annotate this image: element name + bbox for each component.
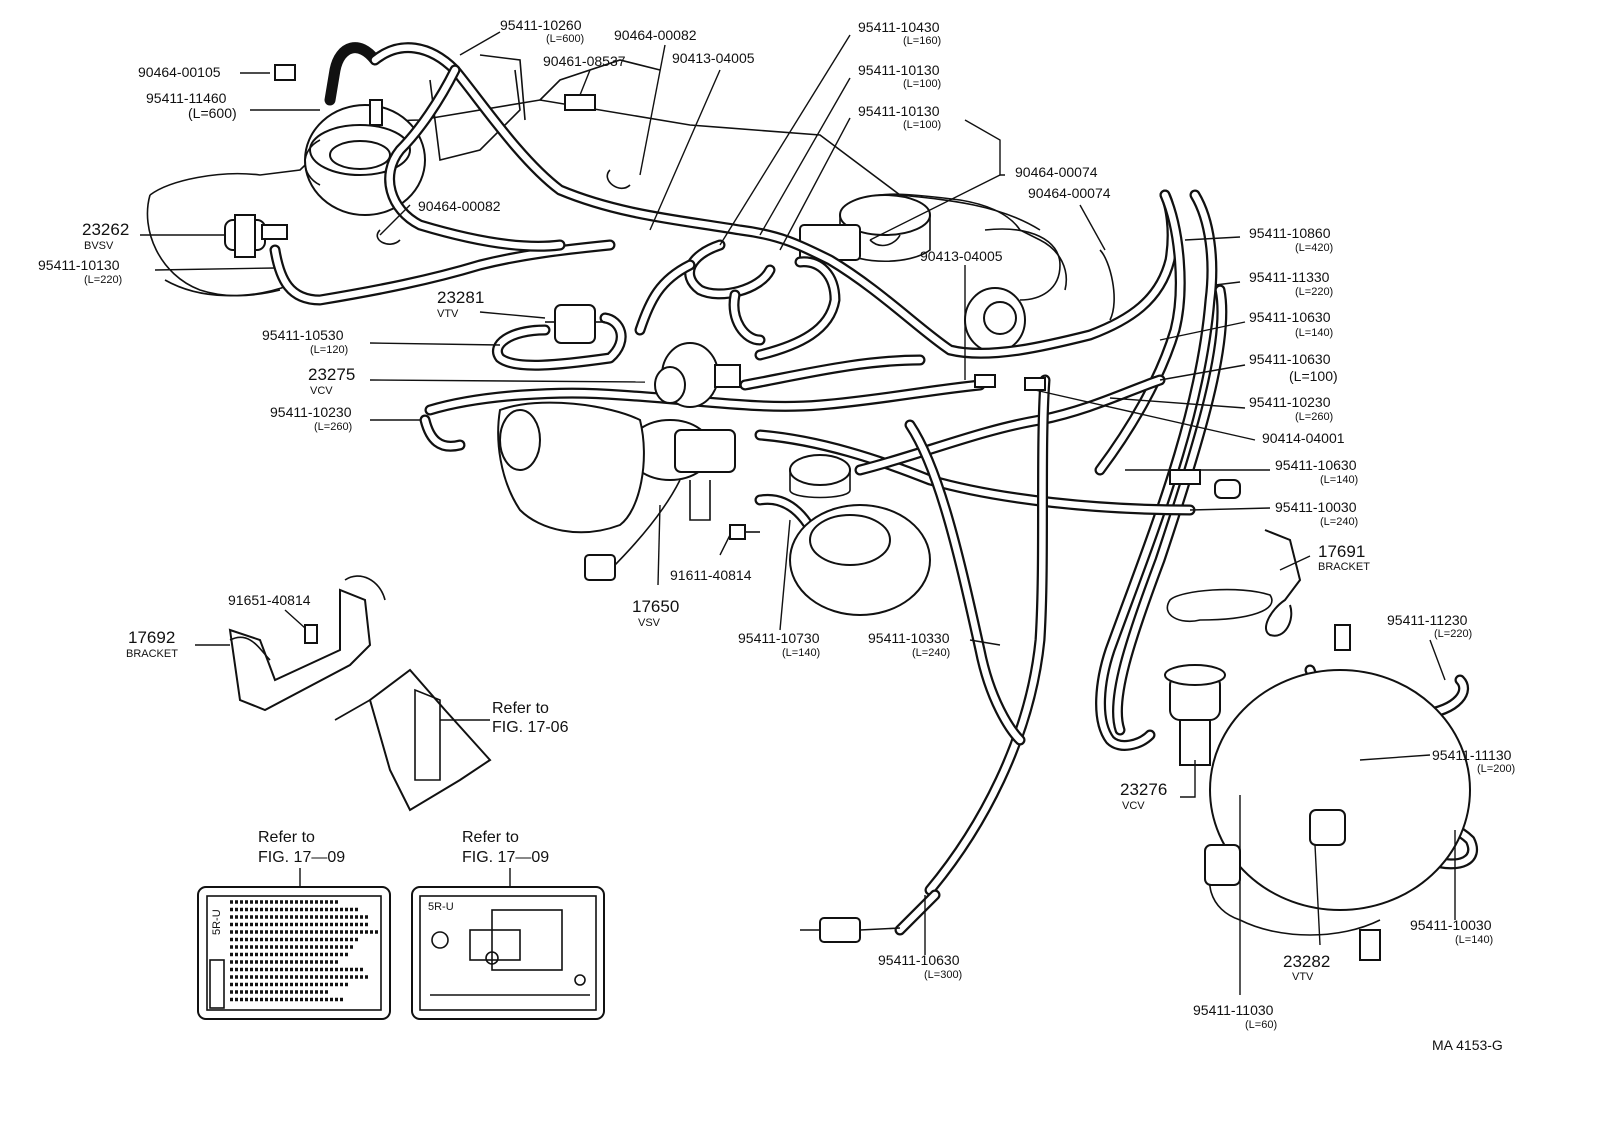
part-label: 17691	[1318, 542, 1365, 561]
part-sub: (L=140)	[1320, 474, 1358, 486]
part-sub: VTV	[1292, 971, 1314, 983]
part-sub: (L=100)	[903, 119, 941, 131]
vcv-23275	[654, 342, 741, 408]
part-label: 23275	[308, 365, 355, 384]
emission-decal-left: 5R-U	[197, 886, 391, 1020]
part-label: 95411-10130	[858, 62, 940, 78]
ref-17-09-left-line1: Refer to	[258, 829, 315, 846]
egr-valve	[789, 454, 931, 616]
part-sub: (L=420)	[1295, 242, 1333, 254]
vsv-17650	[584, 419, 736, 581]
part-sub: (L=200)	[1477, 763, 1515, 775]
ref-17-09-right-line2: FIG. 17—09	[462, 849, 549, 866]
part-label: 17650	[632, 597, 679, 616]
part-sub: (L=140)	[1295, 327, 1333, 339]
vacuum-decal-right: 5R-U	[411, 886, 605, 1020]
part-sub: (L=100)	[1289, 368, 1338, 384]
ref-17-06-line1: Refer to	[492, 700, 549, 717]
part-sub: (L=100)	[903, 78, 941, 90]
part-label: 90464-00074	[1015, 164, 1098, 180]
part-label: 91651-40814	[228, 592, 311, 608]
part-label: 90413-04005	[920, 248, 1003, 264]
bracket-17692	[228, 575, 386, 712]
part-label: 90464-00105	[138, 64, 221, 80]
part-labels: 95411-10260 (L=600) 90464-00082 90464-00…	[38, 17, 1515, 1031]
thermo-valve-housing	[497, 401, 645, 534]
part-label: 95411-10630	[1249, 351, 1331, 367]
vtv-23281	[545, 304, 605, 344]
part-label: 95411-10530	[262, 327, 344, 343]
drawing-code: MA 4153-G	[1432, 1037, 1503, 1053]
part-label: 95411-10630	[1249, 309, 1331, 325]
part-label: 95411-10130	[38, 257, 120, 273]
part-label: 90464-00082	[614, 27, 697, 43]
part-label: 95411-10260	[500, 17, 582, 33]
part-sub: (L=160)	[903, 35, 941, 47]
part-sub: BVSV	[84, 240, 114, 252]
part-label: 17692	[128, 628, 175, 647]
bolt-91611	[729, 524, 760, 540]
part-label: 23281	[437, 288, 484, 307]
part-label: 95411-10860	[1249, 225, 1331, 241]
part-label: 90464-00082	[418, 198, 501, 214]
part-sub: VCV	[1122, 800, 1145, 812]
bracket-17691	[1166, 529, 1302, 637]
decal-right-tag: 5R-U	[428, 901, 454, 913]
air-control-valve	[304, 99, 426, 216]
part-label: 90461-08537	[543, 53, 626, 69]
part-label: 23276	[1120, 780, 1167, 799]
ref-17-06-line2: FIG. 17-06	[492, 719, 569, 736]
ref-17-09-right-line1: Refer to	[462, 829, 519, 846]
part-label: 95411-10330	[868, 630, 950, 646]
part-label: 95411-11330	[1249, 269, 1330, 285]
bracket-ref-17-06	[334, 668, 492, 812]
part-label: 91611-40814	[670, 567, 752, 583]
part-label: 95411-11130	[1432, 747, 1512, 763]
part-sub: (L=140)	[1455, 934, 1493, 946]
decal-left-tag: 5R-U	[211, 909, 223, 935]
part-sub: (L=240)	[912, 647, 950, 659]
part-label: 95411-11230	[1387, 612, 1468, 628]
part-label: 95411-10430	[858, 19, 940, 35]
part-label: 90413-04005	[672, 50, 755, 66]
part-sub: VTV	[437, 308, 459, 320]
part-sub: (L=60)	[1245, 1019, 1277, 1031]
leader-lines	[140, 31, 1456, 995]
part-label: 90464-00074	[1028, 185, 1111, 201]
part-label: 23282	[1283, 952, 1330, 971]
part-sub: (L=220)	[1295, 286, 1333, 298]
part-label: 90414-04001	[1262, 430, 1345, 446]
lower-right-assembly	[1164, 624, 1471, 961]
part-sub: (L=220)	[84, 274, 122, 286]
bvsv-valve	[224, 214, 288, 258]
part-sub: (L=260)	[314, 421, 352, 433]
part-sub: BRACKET	[1318, 561, 1370, 573]
part-label: 95411-10030	[1275, 499, 1357, 515]
reference-callouts: Refer to FIG. 17-06 Refer to FIG. 17—09 …	[258, 700, 569, 866]
part-label: 95411-10630	[878, 952, 960, 968]
part-sub: VSV	[638, 617, 661, 629]
part-label: 23262	[82, 220, 129, 239]
part-sub: (L=240)	[1320, 516, 1358, 528]
vacuum-sensor	[800, 917, 901, 943]
part-label: 95411-10730	[738, 630, 820, 646]
part-label: 95411-10130	[858, 103, 940, 119]
ref-17-09-left-line2: FIG. 17—09	[258, 849, 345, 866]
part-sub: (L=220)	[1434, 628, 1472, 640]
part-sub: (L=120)	[310, 344, 348, 356]
part-label: 95411-11460	[146, 90, 227, 106]
part-sub: (L=140)	[782, 647, 820, 659]
part-sub: (L=600)	[188, 105, 237, 121]
part-sub: VCV	[310, 385, 333, 397]
part-sub: (L=300)	[924, 969, 962, 981]
part-label: 95411-11030	[1193, 1002, 1274, 1018]
part-label: 95411-10630	[1275, 457, 1357, 473]
part-sub: (L=260)	[1295, 411, 1333, 423]
part-label: 95411-10030	[1410, 917, 1492, 933]
part-label: 95411-10230	[1249, 394, 1331, 410]
part-sub: (L=600)	[546, 33, 584, 45]
part-sub: BRACKET	[126, 648, 178, 660]
part-label: 95411-10230	[270, 404, 352, 420]
